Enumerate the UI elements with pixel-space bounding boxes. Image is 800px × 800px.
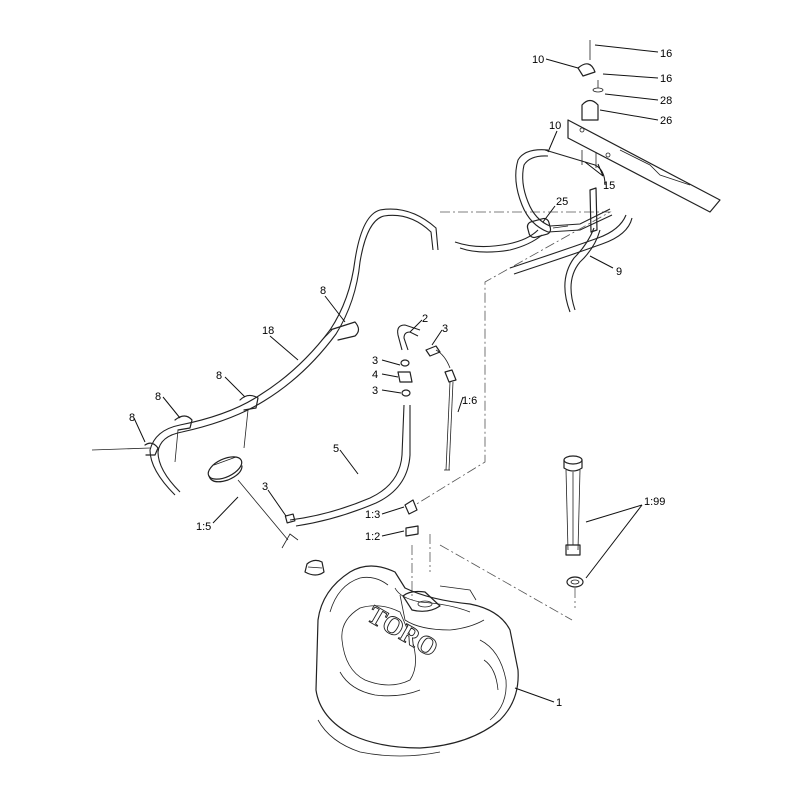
callout-16a: 16 [660,48,672,60]
callout-1-5: 1:5 [196,521,211,533]
vent-fittings [397,324,451,397]
leader-lines [133,44,659,703]
callout-16b: 16 [660,73,672,85]
callout-8c: 8 [155,391,161,403]
callout-15: 15 [603,180,615,192]
callout-10b: 10 [549,120,561,132]
tank-fittings [404,499,419,537]
callout-labels: 16 10 16 28 26 10 15 25 9 8 18 2 3 3 4 3… [129,48,672,709]
callout-1-2: 1:2 [365,531,380,543]
callout-1-99: 1:99 [644,496,665,508]
callout-5: 5 [333,443,339,455]
callout-8b: 8 [216,370,222,382]
callout-26: 26 [660,115,672,127]
callout-8a: 8 [320,285,326,297]
callout-1: 1 [556,697,562,709]
callout-1-3: 1:3 [365,509,380,521]
callout-10a: 10 [532,54,544,66]
callout-4: 4 [372,369,378,381]
callout-3c: 3 [372,385,378,397]
pickup-tube [444,369,457,471]
callout-2: 2 [422,313,428,325]
callout-25: 25 [556,196,568,208]
fuel-tank: TORO [304,559,519,757]
callout-1-6: 1:6 [462,395,477,407]
vent-hose [284,404,411,527]
hose-clips [144,321,360,463]
mounting-bracket [567,40,721,213]
fuel-gauge [563,455,584,588]
callout-18: 18 [262,325,274,337]
callout-8d: 8 [129,412,135,424]
callout-3a: 3 [442,323,448,335]
upper-hose-assembly [454,149,633,313]
alignment-lines [411,211,612,621]
fuel-cap [207,456,299,549]
callout-3d: 3 [262,481,268,493]
callout-9: 9 [616,266,622,278]
callout-28: 28 [660,95,672,107]
callout-3b: 3 [372,355,378,367]
fuel-line [91,208,439,496]
